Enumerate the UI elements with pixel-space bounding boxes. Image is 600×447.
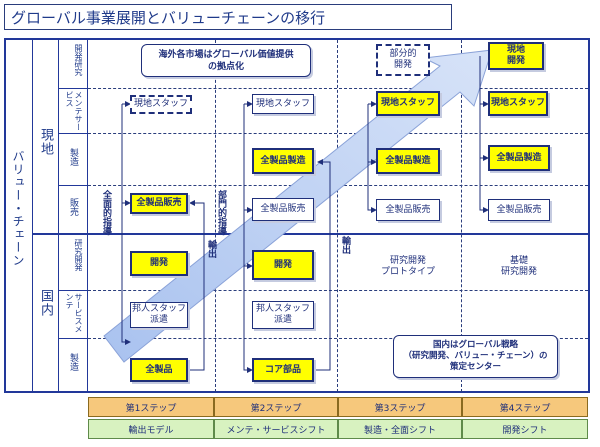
export-label: 輸出 xyxy=(206,240,216,258)
value-chain-label: バリュー・チェーン xyxy=(11,150,25,267)
row-divider xyxy=(88,290,588,291)
column-divider xyxy=(461,40,462,392)
step-1: 第1ステップ xyxy=(88,397,214,417)
expat-staff-box: 邦人スタッフ 派遣 xyxy=(130,302,188,328)
global-hub-note: 海外各市場はグローバル価値提供 の拠点化 xyxy=(141,44,311,77)
separator xyxy=(58,88,88,89)
local-label: 現地 xyxy=(38,128,53,156)
export-label: 輸出 xyxy=(340,236,350,254)
local-dev-box: 現地 開発 xyxy=(488,42,544,70)
partial-dev-box: 部分的 開発 xyxy=(376,44,430,76)
local-staff-box: 現地スタッフ xyxy=(130,95,192,114)
column-divider xyxy=(215,40,216,392)
row-divider xyxy=(88,338,588,339)
separator xyxy=(87,38,88,393)
separator xyxy=(32,38,33,393)
row-label-service-domestic: サービスメンテ xyxy=(65,293,83,333)
all-products-sales-box: 全製品販売 xyxy=(252,198,314,221)
all-products-sales-box: 全製品販売 xyxy=(376,199,440,221)
row-label-dev-local: 開発研究 xyxy=(74,44,83,76)
diagram-frame xyxy=(4,38,590,393)
all-products-sales-box: 全製品販売 xyxy=(488,199,550,221)
local-domestic-divider xyxy=(32,233,588,235)
separator xyxy=(58,185,88,186)
rd-prototype-text: 研究開発 プロトタイプ xyxy=(380,256,435,277)
row-label-dev-domestic: 研究開発 xyxy=(74,239,83,271)
separator xyxy=(58,290,88,291)
shift-1: 輸出モデル xyxy=(88,419,214,439)
row-label-mfg-domestic: 製造 xyxy=(68,353,78,371)
shift-4: 開発シフト xyxy=(462,419,588,439)
separator xyxy=(58,38,59,393)
all-products-box: 全製品 xyxy=(130,358,188,382)
shift-3: 製造・全面シフト xyxy=(338,419,462,439)
local-staff-box: 現地スタッフ xyxy=(488,91,548,116)
development-box: 開発 xyxy=(130,251,188,276)
row-divider xyxy=(88,88,588,89)
all-products-mfg-box: 全製品製造 xyxy=(376,148,440,174)
step-4: 第4ステップ xyxy=(462,397,588,417)
row-label-mfg-local: 製造 xyxy=(68,148,78,166)
row-label-sales-local: 販売 xyxy=(68,198,78,216)
separator xyxy=(58,133,88,134)
page-title: グローバル事業展開とバリューチェーンの移行 xyxy=(4,4,452,30)
expat-staff-box: 邦人スタッフ 派遣 xyxy=(252,301,314,329)
local-staff-box: 現地スタッフ xyxy=(376,91,440,116)
shift-2: メンテ・サービスシフト xyxy=(214,419,338,439)
all-products-mfg-box: 全製品製造 xyxy=(488,145,550,171)
full-guidance-label: 全面的指導 xyxy=(101,190,111,235)
column-divider xyxy=(337,40,338,392)
row-label-service-local: メンテサービス xyxy=(65,91,83,131)
domestic-label: 国内 xyxy=(38,289,53,317)
separator xyxy=(58,338,88,339)
partial-guidance-label: 部門的指導 xyxy=(216,190,226,235)
step-2: 第2ステップ xyxy=(214,397,338,417)
local-staff-box: 現地スタッフ xyxy=(252,94,314,114)
all-products-sales-box: 全製品販売 xyxy=(130,193,188,214)
basic-rd-text: 基礎 研究開発 xyxy=(500,256,537,277)
row-divider xyxy=(88,133,588,134)
all-products-mfg-box: 全製品製造 xyxy=(252,148,314,174)
step-3: 第3ステップ xyxy=(338,397,462,417)
core-parts-box: コア部品 xyxy=(252,358,314,382)
domestic-strategy-note: 国内はグローバル戦略 （研究開発、バリュー・チェーン）の 策定センター xyxy=(393,335,558,378)
development-box: 開発 xyxy=(252,250,314,280)
